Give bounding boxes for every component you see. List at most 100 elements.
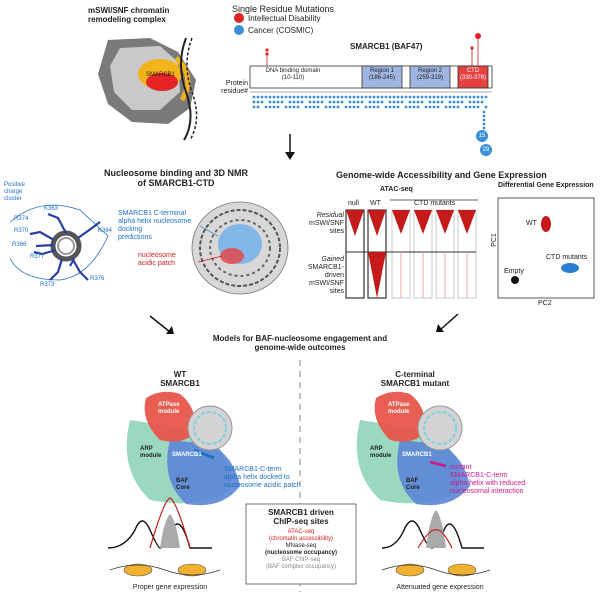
cancer-mutation-dot: [344, 105, 348, 109]
cancer-mutation-dot: [452, 105, 456, 109]
domain-region-1: Region 1(186-245): [368, 68, 395, 81]
cancer-mutation-dot: [440, 100, 444, 104]
cancer-mutation-dot: [268, 95, 272, 99]
cancer-mutation-dot: [348, 105, 352, 109]
cancer-mutation-dot: [308, 95, 312, 99]
cancer-mutation-dot: [468, 95, 472, 99]
cancer-mutation-dot: [476, 100, 480, 104]
cancer-mutation-dot: [276, 100, 280, 104]
cancer-mutation-dot: [252, 105, 256, 109]
cancer-mutation-dot: [448, 105, 452, 109]
cancer-mutation-dot: [432, 105, 436, 109]
cancer-mutation-dot: [332, 105, 336, 109]
cancer-mutation-dot: [456, 105, 460, 109]
cancer-mutation-dot: [320, 100, 324, 104]
cancer-mutation-dot: [412, 105, 416, 109]
cancer-mutation-dot: [288, 95, 292, 99]
cancer-mutation-dot: [252, 100, 256, 104]
cancer-mutation-dot: [428, 100, 432, 104]
col-null: null: [348, 200, 359, 207]
cancer-mutation-dot: [424, 95, 428, 99]
count-badge-29: 29: [480, 144, 492, 156]
count-badge-15: 15: [476, 130, 488, 142]
atac-seq-heatmap: [345, 199, 478, 299]
cancer-mutation-dot: [312, 95, 316, 99]
cancer-mutation-dot: [476, 95, 480, 99]
cancer-mutation-dot: [372, 105, 376, 109]
positive-charge-helix: [9, 204, 109, 281]
cancer-mutation-dot: [436, 100, 440, 104]
cancer-mutation-dot: [376, 95, 380, 99]
cancer-mutation-dot: [484, 105, 488, 109]
cancer-mutation-dot: [480, 95, 484, 99]
cancer-mutation-dot: [448, 95, 452, 99]
cancer-mutation-dot: [288, 100, 292, 104]
cancer-mutation-dot: [296, 100, 300, 104]
cancer-mutation-dot: [252, 95, 256, 99]
cancer-mutation-dot: [344, 95, 348, 99]
cancer-mutation-dot: [428, 105, 432, 109]
residue-r373: R373: [40, 282, 55, 288]
cancer-mutation-dot: [388, 95, 392, 99]
cancer-mutation-dot: [388, 100, 392, 104]
cancer-legend-dot: [234, 25, 244, 35]
cancer-mutation-dot: [352, 95, 356, 99]
cancer-mutation-dot: [432, 100, 436, 104]
cancer-mutation-dot: [384, 105, 388, 109]
cancer-mutation-dot: [368, 100, 372, 104]
cancer-mutation-dot: [352, 100, 356, 104]
cancer-mutation-dot: [368, 95, 372, 99]
cancer-mutation-dot: [284, 105, 288, 109]
attenuated-expression-label: Attenuated gene expression: [396, 584, 484, 591]
cancer-mutation-dot: [272, 100, 276, 104]
cancer-mutation-dot: [312, 100, 316, 104]
cancer-mutation-dot: [268, 100, 272, 104]
cancer-mutation-dot: [404, 95, 408, 99]
cancer-mutation-dot: [324, 105, 328, 109]
cancer-mutation-dot: [396, 100, 400, 104]
cancer-mutation-dot: [420, 100, 424, 104]
cancer-mutation-dot: [352, 105, 356, 109]
cancer-mutation-dot: [292, 95, 296, 99]
cancer-mutation-dot: [412, 95, 416, 99]
cancer-mutation-dot: [376, 100, 380, 104]
cancer-mutation-dot: [482, 122, 486, 126]
cancer-mutation-dot: [482, 118, 486, 122]
cancer-mutation-dot: [280, 100, 284, 104]
dge-wt-label: WT: [526, 220, 537, 227]
residue-r366: R366: [12, 242, 27, 248]
cancer-mutation-dot: [260, 95, 264, 99]
cancer-mutation-dot: [364, 95, 368, 99]
cancer-mutation-dot: [320, 95, 324, 99]
cancer-mutation-dot: [468, 105, 472, 109]
mut-smarcb1-label: SMARCB1: [402, 452, 432, 458]
cancer-mutation-dot: [260, 100, 264, 104]
protein-name: SMARCB1 (BAF47): [350, 42, 423, 51]
cancer-mutation-dot: [464, 105, 468, 109]
cancer-mutation-dot: [436, 95, 440, 99]
cancer-mutation-dot: [292, 100, 296, 104]
cancer-mutation-dot: [392, 95, 396, 99]
cancer-mutation-dot: [340, 95, 344, 99]
cancer-mutation-dot: [336, 100, 340, 104]
cancer-mutation-dot: [264, 105, 268, 109]
cancer-mutation-dot: [448, 100, 452, 104]
cancer-mutation-dot: [304, 105, 308, 109]
cancer-mutation-dot: [416, 95, 420, 99]
cancer-mutation-dot: [372, 95, 376, 99]
cancer-mutation-dot: [256, 95, 260, 99]
cancer-mutation-dot: [472, 105, 476, 109]
cancer-mutation-dot: [336, 105, 340, 109]
cancer-mutation-dot: [396, 105, 400, 109]
complex-smarcb1-label: SMARCB1: [146, 72, 176, 78]
cancer-mutation-dot: [428, 95, 432, 99]
cancer-mutation-dot: [304, 95, 308, 99]
cancer-mutation-dot: [472, 100, 476, 104]
